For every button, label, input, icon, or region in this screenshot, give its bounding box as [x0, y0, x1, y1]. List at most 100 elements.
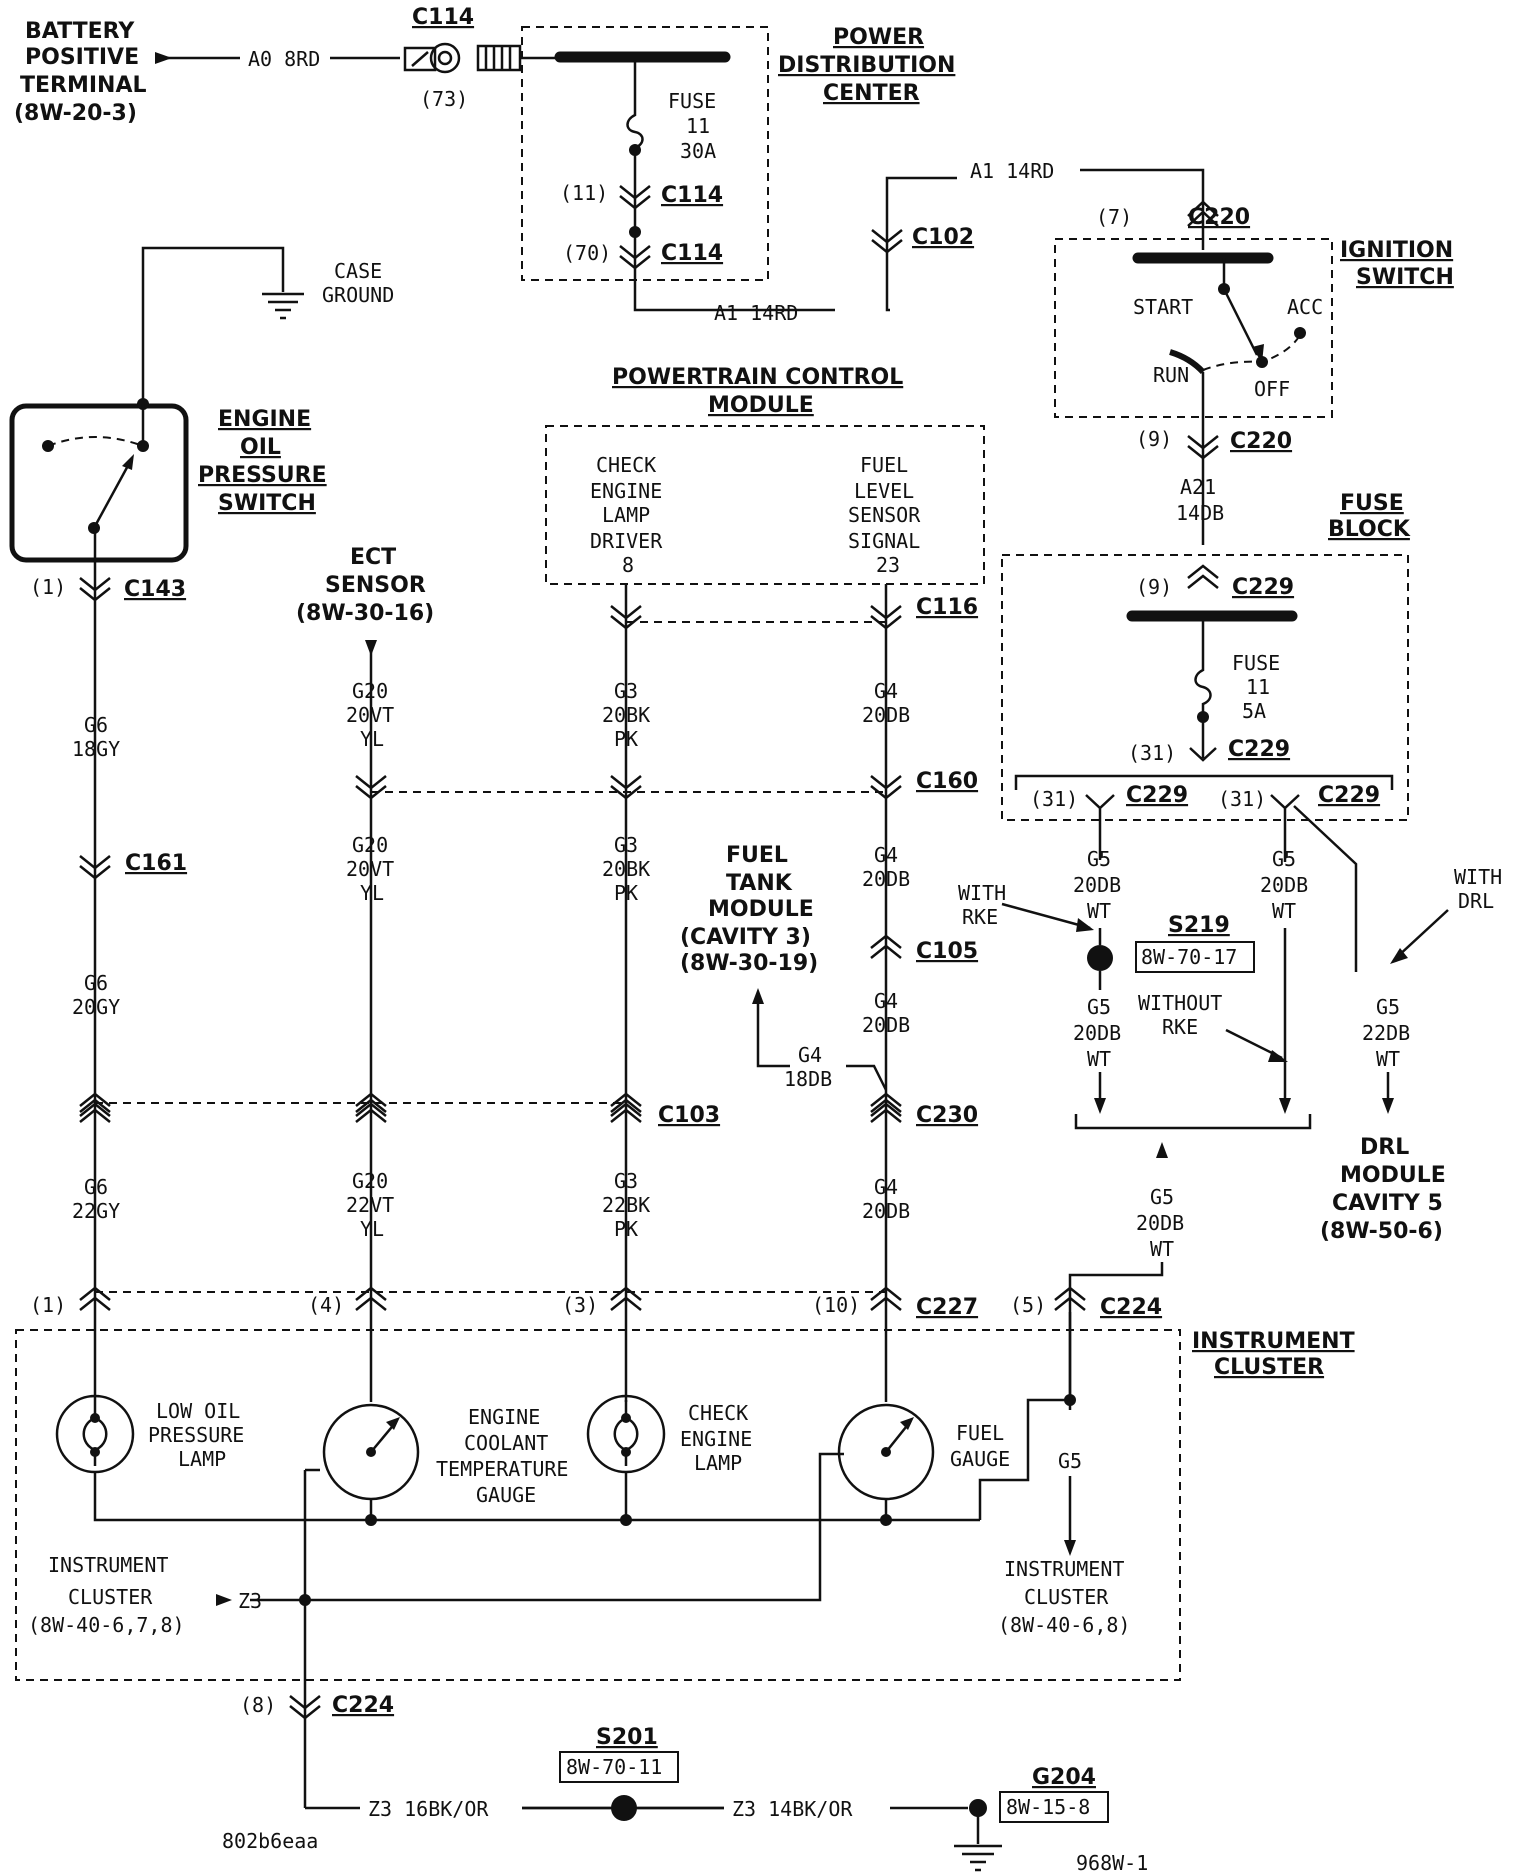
g5-cluster-label: G5: [1058, 1449, 1082, 1473]
check-engine-lamp-label: CHECK ENGINE LAMP: [680, 1401, 752, 1475]
col4-w3a: G4: [874, 989, 898, 1013]
g5-cluster-arrow: [1064, 1540, 1076, 1556]
s201-splice: [611, 1795, 637, 1821]
svg-text:PRESSURE: PRESSURE: [148, 1423, 244, 1447]
z3-16bk-label: Z3 16BK/OR: [368, 1797, 489, 1821]
case-ground-wire: [141, 246, 285, 404]
c229-pin-31: (31): [1128, 741, 1176, 765]
coolant-temp-gauge-needle-tip: [386, 1417, 400, 1430]
with-drl-label-2: DRL: [1458, 889, 1494, 913]
without-rke-arrow-head: [1268, 1050, 1288, 1062]
oil-switch-title: ENGINE OIL PRESSURE SWITCH: [198, 407, 327, 516]
col1-w3b: 22GY: [72, 1199, 120, 1223]
c114-top-label: C114: [412, 5, 474, 30]
fuse-block-title-1: FUSE: [1340, 491, 1404, 516]
oil-switch-body: [9, 403, 189, 563]
z3-left-arrow: [216, 1594, 232, 1606]
c229-right-connector: [1270, 794, 1300, 840]
col2-w3b: 22VT: [346, 1193, 394, 1217]
c229-left-connector: [1085, 794, 1115, 840]
ignition-start-label: START: [1133, 295, 1193, 319]
fuel-tank-wire-label-2: 18DB: [784, 1067, 832, 1091]
svg-text:FUSE: FUSE: [668, 89, 716, 113]
g5-merged-wire: [1068, 1262, 1164, 1402]
coolant-temp-gauge-pivot: [366, 1447, 376, 1457]
col2-w2c: YL: [360, 881, 384, 905]
drl-wire-upper: [1293, 805, 1358, 972]
svg-text:BATTERY: BATTERY: [25, 19, 135, 44]
c229-right-label: C229: [1318, 783, 1380, 808]
fuel-gauge-needle-tip: [900, 1417, 914, 1430]
with-drl-arrow-head: [1390, 948, 1408, 964]
g5-left-label-1: G5: [1087, 847, 1111, 871]
with-rke-arrow-line: [1001, 902, 1091, 930]
oil-switch-wiper-arrow: [122, 454, 134, 470]
c103-col2: [355, 1092, 387, 1117]
c116-label: C116: [916, 595, 978, 620]
pcm-box: [545, 425, 985, 585]
pdc-fuse-wire: [626, 60, 644, 152]
pdc-output-wire: [633, 150, 835, 312]
svg-text:LAMP: LAMP: [602, 503, 650, 527]
svg-text:LOW OIL: LOW OIL: [156, 1399, 240, 1423]
c114-ring-terminal: [403, 42, 522, 74]
c114-pin-73: (73): [420, 87, 468, 111]
col2-w3c: YL: [360, 1217, 384, 1241]
col3-w2c: PK: [614, 881, 638, 905]
s219-ref: 8W-70-17: [1141, 945, 1237, 969]
g5-left-label-2: 20DB: [1073, 873, 1121, 897]
with-rke-label-1: WITH: [958, 881, 1006, 905]
pcm-right-pin-label: FUEL LEVEL SENSOR SIGNAL 23: [848, 453, 921, 577]
drl-module-label: DRL MODULE CAVITY 5 (8W-50-6): [1320, 1135, 1446, 1244]
svg-text:OIL: OIL: [240, 435, 281, 460]
col3-w3a: G3: [614, 1169, 638, 1193]
s219-splice: [1087, 945, 1113, 971]
ignition-wiper: [1222, 288, 1259, 356]
col1-w2b: 20GY: [72, 995, 120, 1019]
svg-text:COOLANT: COOLANT: [464, 1431, 548, 1455]
fuel-gauge-label: FUEL GAUGE: [950, 1421, 1010, 1471]
cluster-right-ref: INSTRUMENT CLUSTER (8W-40-6,8): [998, 1557, 1130, 1637]
c230-connector: [870, 1092, 902, 1117]
fuse-block-fuse-wire: [1194, 620, 1212, 716]
a1-wire-label-top: A1 14RD: [970, 159, 1054, 183]
z3-14bk-label: Z3 14BK/OR: [732, 1797, 853, 1821]
c220-pin-7: (7): [1096, 205, 1132, 229]
col3-w1a: G3: [614, 679, 638, 703]
svg-text:ENGINE: ENGINE: [218, 407, 311, 432]
svg-text:(8W-40-6,7,8): (8W-40-6,7,8): [28, 1613, 185, 1637]
oil-switch-arc: [47, 436, 144, 447]
svg-text:CLUSTER: CLUSTER: [68, 1585, 153, 1609]
a1-wire-riser: [885, 176, 957, 312]
fuel-tank-wire: [756, 1004, 888, 1091]
c224-label-bottom: C224: [332, 1693, 394, 1718]
col2-w1a: G20: [352, 679, 388, 703]
c102-label: C102: [912, 225, 974, 250]
c103-col1: [79, 1092, 111, 1117]
svg-text:LEVEL: LEVEL: [854, 479, 914, 503]
svg-text:SWITCH: SWITCH: [218, 491, 316, 516]
battery-wire-label: A0 8RD: [248, 47, 320, 71]
fuel-tank-module-title: FUEL TANK MODULE (CAVITY 3) (8W-30-19): [680, 843, 818, 976]
with-rke-arrow-head: [1076, 918, 1094, 932]
svg-text:INSTRUMENT: INSTRUMENT: [48, 1553, 168, 1577]
low-oil-lamp-label: LOW OIL PRESSURE LAMP: [148, 1399, 244, 1471]
c227-pin-4: (4): [308, 1293, 344, 1317]
drl-wire-label-3: WT: [1376, 1047, 1400, 1071]
c227-pin-1: (1): [30, 1293, 66, 1317]
fuel-gauge-pivot: [881, 1447, 891, 1457]
s219-ref-box: [1135, 941, 1255, 973]
page-code: 968W-1: [1076, 1851, 1148, 1874]
c229-connector-9: [1187, 564, 1219, 589]
ect-sensor-title: ECT SENSOR (8W-30-16): [296, 545, 434, 626]
fuel-tank-arrow: [752, 988, 764, 1004]
svg-text:11: 11: [686, 114, 710, 138]
c114-label-70: C114: [661, 241, 723, 266]
g5-to-fuel-gauge: [978, 1398, 1070, 1520]
image-code: 802b6eaa: [222, 1829, 318, 1853]
g204-ground-symbol: [954, 1844, 1002, 1872]
ect-up-arrow: [365, 640, 377, 656]
ignition-title-2: SWITCH: [1356, 265, 1454, 290]
with-rke-label-2: RKE: [962, 905, 998, 929]
s219-label: S219: [1168, 913, 1230, 938]
